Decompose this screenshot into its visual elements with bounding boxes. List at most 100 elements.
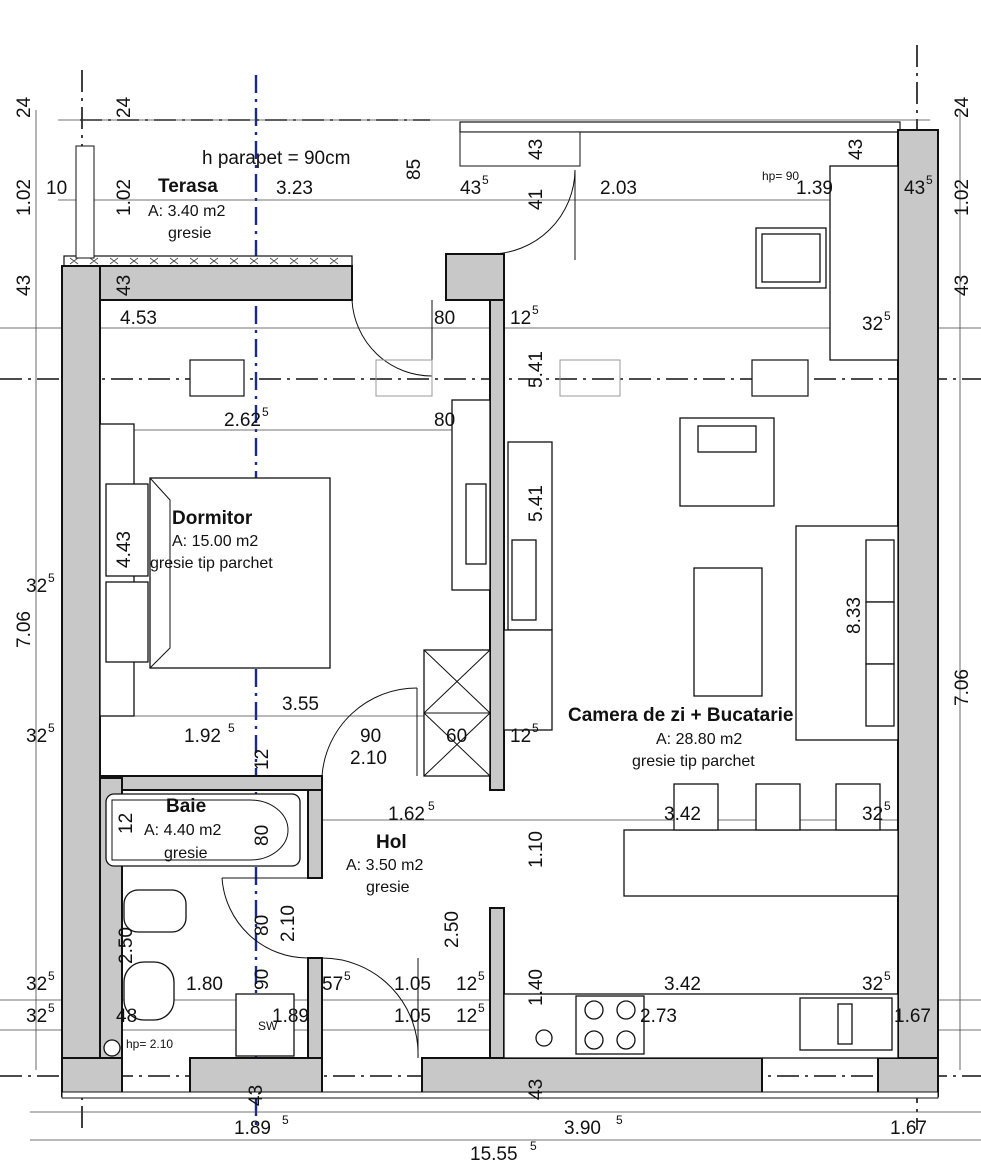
svg-text:32: 32 — [26, 1006, 47, 1027]
svg-text:5.41: 5.41 — [526, 351, 547, 388]
svg-text:gresie tip parchet: gresie tip parchet — [632, 753, 755, 770]
svg-text:7.06: 7.06 — [952, 669, 973, 706]
svg-text:1.40: 1.40 — [526, 969, 547, 1006]
svg-text:1.80: 1.80 — [186, 974, 223, 995]
svg-text:85: 85 — [404, 159, 425, 180]
svg-text:2.73: 2.73 — [640, 1006, 677, 1027]
svg-text:8.33: 8.33 — [844, 597, 865, 634]
svg-text:5: 5 — [478, 969, 485, 983]
tv-units — [451, 399, 553, 731]
svg-text:4.43: 4.43 — [114, 531, 135, 568]
svg-text:5: 5 — [48, 969, 55, 983]
svg-text:5: 5 — [344, 969, 351, 983]
svg-text:5: 5 — [532, 303, 539, 317]
svg-text:1.92: 1.92 — [184, 726, 221, 747]
svg-text:5: 5 — [48, 1001, 55, 1015]
windows — [189, 359, 809, 397]
svg-text:1.05: 1.05 — [394, 1006, 431, 1027]
hp-note-bath: hp= 2.10 — [126, 1037, 173, 1051]
svg-text:2.03: 2.03 — [600, 178, 637, 199]
svg-text:A: 28.80 m2: A: 28.80 m2 — [656, 731, 742, 748]
svg-text:5: 5 — [482, 173, 489, 187]
room-label-camera: Camera de zi + Bucatarie A: 28.80 m2 gre… — [568, 705, 793, 770]
svg-text:5: 5 — [926, 173, 933, 187]
svg-text:1.62: 1.62 — [388, 804, 425, 825]
svg-text:12: 12 — [510, 308, 531, 329]
svg-text:Terasa: Terasa — [158, 176, 218, 197]
sofa — [795, 525, 899, 741]
svg-text:43: 43 — [114, 275, 135, 296]
svg-text:32: 32 — [862, 314, 883, 335]
svg-text:10: 10 — [46, 178, 67, 199]
svg-text:Hol: Hol — [376, 832, 407, 853]
svg-text:1.89: 1.89 — [234, 1118, 271, 1139]
svg-text:43: 43 — [526, 1079, 547, 1100]
svg-text:Dormitor: Dormitor — [172, 508, 253, 529]
svg-text:5: 5 — [532, 721, 539, 735]
svg-text:3.90: 3.90 — [564, 1118, 601, 1139]
svg-text:32: 32 — [26, 576, 47, 597]
svg-text:3.55: 3.55 — [282, 694, 319, 715]
svg-text:2.10: 2.10 — [350, 748, 387, 769]
svg-text:A: 4.40 m2: A: 4.40 m2 — [144, 822, 221, 839]
svg-text:32: 32 — [26, 974, 47, 995]
svg-text:57: 57 — [322, 974, 343, 995]
svg-text:12: 12 — [252, 749, 273, 770]
svg-text:48: 48 — [116, 1006, 137, 1027]
svg-text:12: 12 — [456, 974, 477, 995]
svg-text:41: 41 — [526, 189, 547, 210]
room-label-baie: Baie A: 4.40 m2 gresie — [144, 796, 221, 862]
svg-text:1.02: 1.02 — [114, 179, 135, 216]
svg-text:5: 5 — [282, 1113, 289, 1127]
svg-text:2.10: 2.10 — [278, 905, 299, 942]
svg-text:3.42: 3.42 — [664, 804, 701, 825]
dimension-labels-vertical: 24 1.02 43 7.06 24 1.02 43 4.43 85 41 43… — [14, 96, 973, 1106]
svg-text:1.89: 1.89 — [272, 1006, 309, 1027]
svg-text:1.67: 1.67 — [890, 1118, 927, 1139]
svg-text:43: 43 — [460, 178, 481, 199]
room-label-hol: Hol A: 3.50 m2 gresie — [346, 832, 423, 896]
desk-chair — [755, 165, 899, 361]
svg-text:5: 5 — [478, 1001, 485, 1015]
svg-text:2.50: 2.50 — [442, 911, 463, 948]
svg-text:5: 5 — [228, 721, 235, 735]
room-label-terasa: Terasa A: 3.40 m2 gresie — [148, 176, 225, 242]
svg-text:32: 32 — [862, 974, 883, 995]
svg-text:32: 32 — [862, 804, 883, 825]
svg-text:80: 80 — [252, 915, 273, 936]
wardrobe — [423, 649, 491, 777]
svg-text:43: 43 — [526, 139, 547, 160]
svg-text:Baie: Baie — [166, 796, 206, 817]
svg-text:5: 5 — [48, 571, 55, 585]
svg-text:4.53: 4.53 — [120, 308, 157, 329]
svg-text:3.42: 3.42 — [664, 974, 701, 995]
svg-text:1.10: 1.10 — [526, 831, 547, 868]
room-label-dormitor: Dormitor A: 15.00 m2 gresie tip parchet — [150, 508, 273, 572]
svg-text:A: 3.40 m2: A: 3.40 m2 — [148, 203, 225, 220]
svg-text:7.06: 7.06 — [14, 611, 35, 648]
svg-text:43: 43 — [246, 1085, 267, 1106]
svg-text:12: 12 — [116, 813, 137, 834]
svg-text:80: 80 — [252, 825, 273, 846]
doors — [221, 169, 576, 1059]
svg-text:5: 5 — [616, 1113, 623, 1127]
svg-text:5: 5 — [428, 799, 435, 813]
terrace-railing — [63, 121, 901, 267]
svg-text:24: 24 — [14, 96, 35, 118]
svg-text:43: 43 — [846, 139, 867, 160]
svg-text:5: 5 — [262, 405, 269, 419]
svg-text:12: 12 — [456, 1006, 477, 1027]
svg-text:32: 32 — [26, 726, 47, 747]
bed — [99, 423, 331, 717]
svg-text:80: 80 — [434, 308, 455, 329]
svg-text:5: 5 — [530, 1139, 537, 1153]
svg-text:5: 5 — [48, 721, 55, 735]
svg-text:24: 24 — [114, 96, 135, 118]
svg-text:43: 43 — [952, 275, 973, 296]
hp-note-top: hp= 90 — [762, 169, 799, 183]
coffee-table — [693, 567, 763, 697]
svg-text:12: 12 — [510, 726, 531, 747]
svg-text:A: 15.00 m2: A: 15.00 m2 — [172, 533, 258, 550]
